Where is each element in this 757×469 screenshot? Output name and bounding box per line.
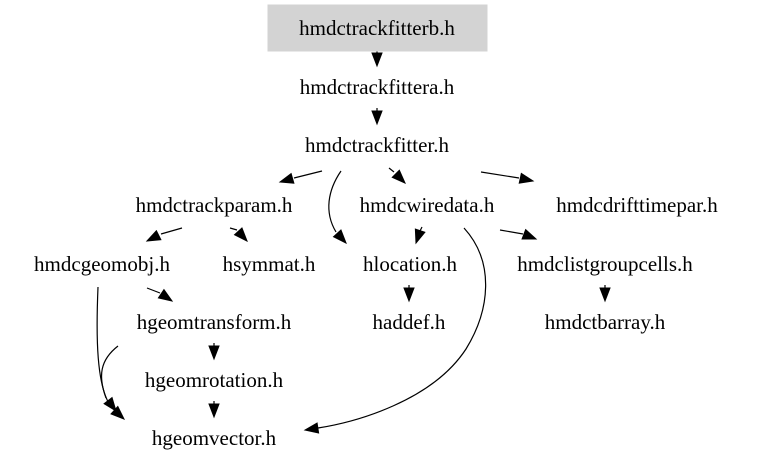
edge-hmdctrackfitter-to-hmdctrackparam [278, 170, 323, 184]
node-label: hmdctrackfitterb.h [299, 16, 455, 40]
edge-hgeomtransform-to-hgeomvector [100, 345, 119, 413]
edge-hgeomtransform-to-hgeomrotation [208, 343, 220, 361]
node-hgeomrotation[interactable]: hgeomrotation.h [145, 368, 284, 392]
edge-hmdcwiredata-to-hlocation [414, 226, 426, 245]
node-label: hmdctrackfitter.h [305, 133, 450, 157]
edge-line [146, 287, 161, 294]
node-label: hmdcgeomobj.h [34, 252, 170, 276]
edge-hmdctrackfitter-to-hmdcwiredata [388, 167, 406, 184]
node-hmdctrackfitter[interactable]: hmdctrackfitter.h [305, 133, 450, 157]
node-label: hmdctrackfittera.h [300, 75, 455, 99]
node-hmdctrackparam[interactable]: hmdctrackparam.h [136, 193, 293, 217]
edge-hmdclistgroupcells-to-hmdctbarray [599, 285, 611, 303]
node-hmdctrackfittera[interactable]: hmdctrackfittera.h [300, 75, 455, 99]
arrowhead-icon [371, 52, 383, 68]
arrowhead-icon [145, 229, 162, 242]
node-hmdclistgroupcells[interactable]: hmdclistgroupcells.h [517, 252, 693, 276]
node-hmdcdrifttimepar[interactable]: hmdcdrifttimepar.h [556, 193, 718, 217]
arrowhead-icon [303, 422, 320, 434]
edge-line [480, 171, 520, 179]
edge-hgeomrotation-to-hgeomvector [208, 401, 220, 419]
node-hlocation[interactable]: hlocation.h [363, 252, 457, 276]
arrowhead-icon [208, 345, 220, 361]
arrowhead-icon [599, 287, 611, 303]
edge-hmdctrackparam-to-hmdcgeomobj [145, 227, 183, 242]
edge-line [96, 286, 113, 409]
arrowhead-icon [391, 169, 406, 184]
node-hgeomtransform[interactable]: hgeomtransform.h [137, 310, 292, 334]
node-label: hmdctrackparam.h [136, 193, 293, 217]
edge-hmdctrackfitter-to-hmdcdrifttimepar [480, 171, 535, 184]
arrowhead-icon [403, 287, 415, 303]
node-label: hmdclistgroupcells.h [517, 252, 693, 276]
edges-layer [96, 50, 611, 434]
nodes-layer: hmdctrackfitterb.h hmdctrackfittera.h hmdc… [34, 4, 718, 450]
arrowhead-icon [518, 172, 535, 184]
edge-hmdctrackparam-to-hsymmat [229, 227, 248, 243]
arrowhead-icon [233, 227, 248, 243]
edge-hmdcgeomobj-to-hgeomtransform [146, 287, 174, 302]
edge-line [317, 227, 487, 429]
arrowhead-icon [208, 403, 220, 419]
node-haddef[interactable]: haddef.h [373, 310, 446, 334]
arrowhead-icon [332, 229, 347, 245]
edge-line [388, 167, 395, 173]
node-hgeomvector[interactable]: hgeomvector.h [152, 426, 277, 450]
node-label: hgeomrotation.h [145, 368, 284, 392]
edge-line [160, 227, 183, 235]
arrowhead-icon [521, 228, 538, 240]
arrowhead-icon [103, 396, 117, 413]
node-label: hgeomvector.h [152, 426, 277, 450]
edge-hlocation-to-haddef [403, 285, 415, 303]
edge-hmdcwiredata-to-hmdclistgroupcells [499, 228, 538, 240]
node-label: hmdcwiredata.h [360, 193, 495, 217]
arrowhead-icon [278, 172, 295, 184]
node-highlight-box [267, 4, 488, 52]
arrowhead-icon [157, 288, 174, 302]
edge-line [328, 170, 342, 233]
arrowhead-icon [371, 110, 383, 126]
edge-hmdctrackfittera-to-hmdctrackfitter [371, 108, 383, 126]
node-label: hmdcdrifttimepar.h [556, 193, 718, 217]
edge-line [499, 229, 524, 235]
edge-hmdcwiredata-to-hgeomvector [303, 227, 487, 434]
node-label: hlocation.h [363, 252, 457, 276]
edge-line [229, 227, 238, 231]
node-label: hmdctbarray.h [545, 310, 666, 334]
node-hsymmat[interactable]: hsymmat.h [223, 252, 316, 276]
edge-hmdctrackfitterb-to-hmdctrackfittera [371, 50, 383, 68]
node-label: hgeomtransform.h [137, 310, 292, 334]
edge-hmdctrackfitter-to-hlocation [328, 170, 347, 245]
node-hmdcwiredata[interactable]: hmdcwiredata.h [360, 193, 495, 217]
node-hmdcgeomobj[interactable]: hmdcgeomobj.h [34, 252, 170, 276]
node-hmdctrackfitterb[interactable]: hmdctrackfitterb.h [267, 4, 488, 52]
edge-line [293, 170, 323, 179]
edge-line [100, 345, 119, 399]
node-label: hsymmat.h [223, 252, 316, 276]
node-label: haddef.h [373, 310, 446, 334]
node-hmdctbarray[interactable]: hmdctbarray.h [545, 310, 666, 334]
arrowhead-icon [414, 228, 426, 245]
